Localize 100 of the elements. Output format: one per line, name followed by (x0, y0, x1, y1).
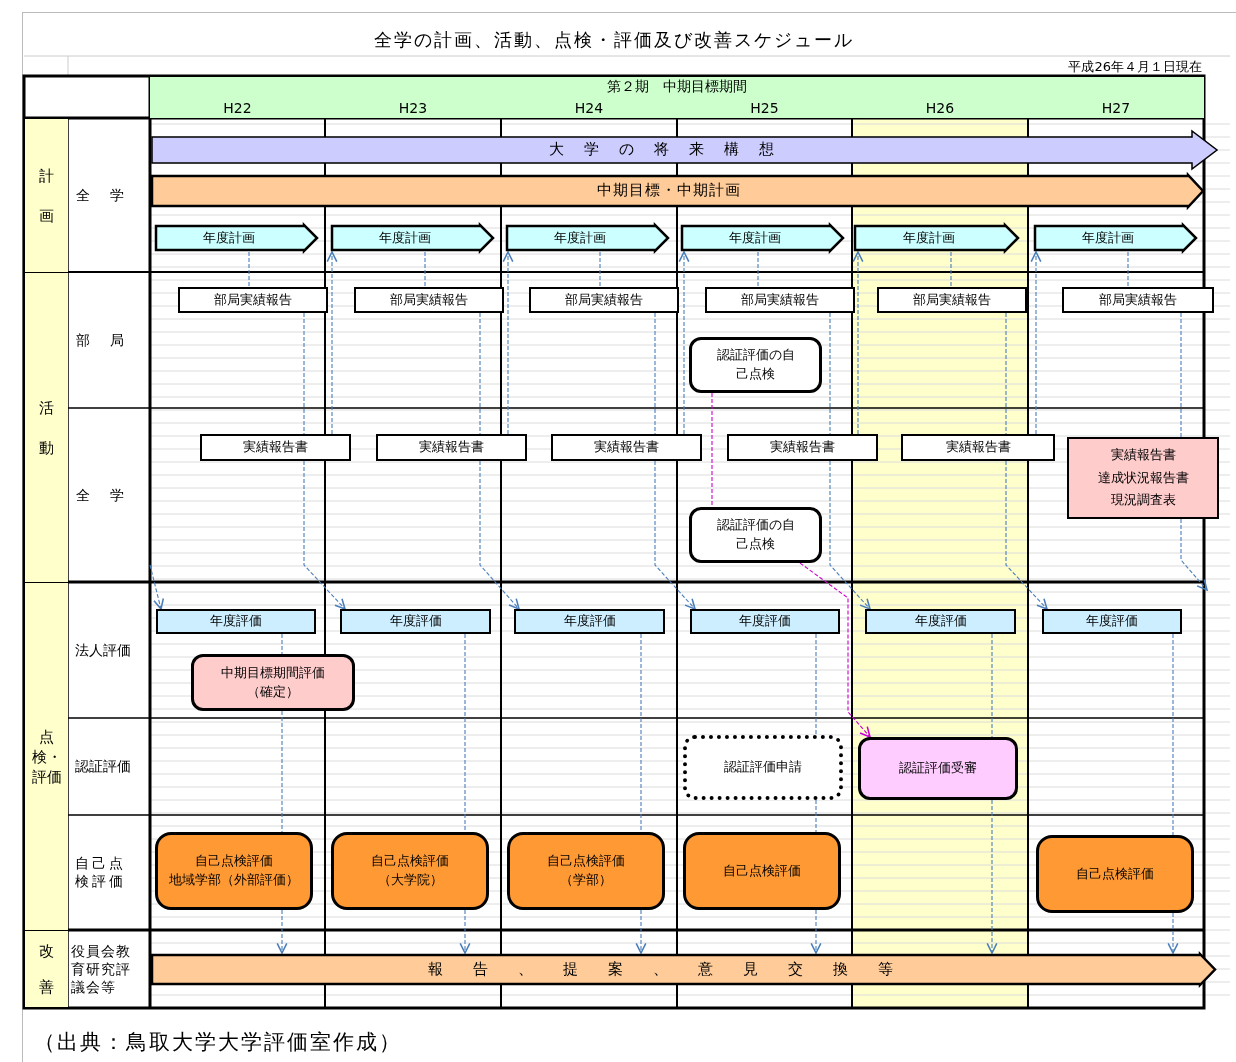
column-header: H25 (677, 97, 852, 118)
connector-line (829, 312, 831, 435)
box-heading: 自己点検評価 (195, 852, 273, 871)
process-box (1042, 609, 1182, 634)
column-header: H26 (852, 97, 1028, 118)
box-label: 自己点検評価 (723, 861, 801, 880)
arrow (810, 909, 822, 954)
arrow-banner (150, 174, 1204, 208)
box-label: 年度計画 (903, 228, 955, 247)
process-box (877, 287, 1027, 313)
process-box (901, 434, 1055, 461)
process-box (178, 287, 328, 313)
process-box (690, 609, 840, 634)
box-label: 達成状況報告書 (1097, 468, 1189, 487)
connector-line (640, 633, 642, 833)
box-label: 認証評価申請 (724, 758, 802, 777)
process-box (705, 287, 855, 313)
box-label: 年度評価 (210, 612, 262, 631)
connector-line (1127, 251, 1129, 288)
arrow (1180, 518, 1208, 591)
box-label: 実績報告書 (770, 438, 835, 457)
connector-line (248, 251, 250, 288)
connector-line (599, 251, 601, 288)
row-header: 全学 (75, 185, 145, 205)
arrow-banner (330, 224, 494, 252)
box-label: 認証評価の自己点検 (716, 346, 795, 383)
box-label: 実績報告書 (419, 438, 484, 457)
connector-line (950, 251, 952, 288)
box-label: 報告、提案、意見交換等 (427, 958, 923, 980)
box-label: 中期目標期間評価（確定） (220, 663, 326, 701)
row-header: 認証評価 (74, 757, 132, 776)
box-heading: 自己点検評価 (547, 852, 625, 871)
box-label: 地域学部（外部評価） (169, 871, 299, 889)
connector-line (815, 799, 817, 833)
box-label: 年度計画 (1082, 228, 1134, 247)
arrow-banner (150, 130, 1218, 170)
row-header: 点検・評価 (25, 583, 68, 930)
box-label: 年度評価 (1086, 612, 1138, 631)
box-label: 自己点検評価 (1076, 864, 1154, 883)
arrow (303, 460, 346, 610)
rounded-box (1036, 835, 1194, 913)
arrow-banner (505, 224, 669, 252)
arrow (799, 562, 871, 738)
arrow-banner (680, 224, 844, 252)
box-label: 部局実績報告 (1099, 290, 1177, 309)
rounded-box (155, 832, 313, 910)
box-label: 部局実績報告 (565, 290, 643, 309)
box-label: 部局実績報告 (214, 290, 292, 309)
process-box (551, 434, 702, 461)
connector-line (815, 633, 817, 736)
arrow (502, 251, 514, 435)
connector-line (1172, 633, 1174, 836)
arrow (829, 460, 871, 610)
box-label: 年度評価 (389, 612, 442, 631)
arrow-banner (154, 224, 318, 252)
connector-line (757, 251, 759, 288)
caption: （出典：鳥取大学大学評価室作成） (34, 1029, 402, 1056)
process-box (1067, 437, 1219, 519)
box-label: 年度計画 (203, 228, 255, 247)
arrow (678, 251, 690, 435)
connector-line (464, 633, 466, 833)
box-label: 認証評価の自己点検 (716, 516, 795, 553)
row-header: 全学 (75, 485, 145, 505)
box-label: 年度評価 (739, 612, 791, 631)
column-header: H22 (150, 97, 325, 118)
arrow-banner (853, 224, 1019, 252)
arrow (1167, 912, 1179, 954)
box-label: 実績報告書 (945, 438, 1011, 457)
arrow (986, 799, 998, 954)
process-box (529, 287, 679, 313)
box-label: 部局実績報告 (913, 290, 991, 309)
connector-line (1005, 312, 1007, 435)
arrow (852, 251, 864, 435)
rounded-box (683, 832, 841, 910)
arrow (149, 564, 165, 610)
rounded-box (683, 735, 843, 800)
box-heading: 自己点検評価 (371, 852, 449, 871)
process-box (156, 609, 316, 634)
process-box (514, 609, 665, 634)
connector-line (479, 312, 481, 435)
arrow (1030, 251, 1042, 435)
box-label: 実績報告書 (1110, 445, 1176, 464)
arrow (654, 460, 696, 610)
arrow (635, 909, 647, 954)
connector-line (654, 312, 656, 435)
rounded-box (689, 507, 822, 563)
connector-line (424, 251, 426, 288)
row-header: 自己点検評価 (74, 854, 127, 891)
connector-line (303, 312, 305, 435)
box-label: 部局実績報告 (390, 290, 468, 309)
connector-line (1180, 312, 1182, 438)
arrow (276, 909, 288, 954)
column-header: H23 (325, 97, 501, 118)
box-label: 実績報告書 (243, 438, 308, 457)
box-label: 年度評価 (914, 612, 967, 631)
process-box (727, 434, 878, 461)
process-box (376, 434, 527, 461)
column-header: H24 (501, 97, 677, 118)
row-header: 役員会教育研究評議会等 (70, 941, 132, 998)
process-box (200, 434, 351, 461)
